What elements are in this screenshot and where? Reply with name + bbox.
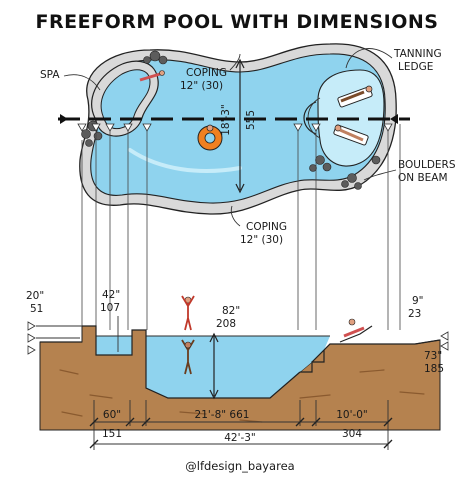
section-view: 82" 208 20" 51 42" 107 9" 23 73" 185: [26, 289, 449, 431]
boulders-label-2: ON BEAM: [398, 172, 448, 184]
pool-shell: [82, 325, 415, 399]
projection-arrows: [77, 123, 393, 132]
water-highlight: [128, 148, 242, 173]
total-length: 42'-3": [224, 432, 256, 444]
right-markers: [440, 331, 449, 351]
boulders-leader: [363, 169, 397, 181]
coping-top-leader: [229, 53, 241, 71]
deep-metric: 208: [216, 318, 236, 330]
section-cut-line: [58, 114, 410, 124]
plan-view: 18'-3" 555 SPA COPING 12" (30) TANNING L…: [40, 43, 456, 246]
width-metric: 555: [245, 110, 257, 130]
coping-top-label-2: 12" (30): [180, 80, 223, 92]
right-metric: 185: [424, 363, 444, 375]
deep-imperial: 82": [222, 305, 240, 317]
deep-dimension: [209, 332, 219, 400]
horizontal-dimensions: [89, 400, 393, 450]
ledge-lounger: [339, 318, 373, 343]
credit-handle: @lfdesign_bayarea: [185, 459, 294, 473]
middle-length: 21'-8" 661: [195, 409, 250, 421]
float-ring-swimmer: [197, 124, 223, 151]
tanning-label-1: TANNING: [393, 48, 442, 60]
spa-depth-metric: 107: [100, 302, 120, 314]
spa-length-metric: 151: [102, 428, 122, 440]
coping-bottom-label-1: COPING: [246, 221, 287, 233]
spa-label: SPA: [40, 69, 60, 81]
boulders-label-1: BOULDERS: [398, 159, 456, 171]
left-raise-imperial: 20": [26, 290, 44, 302]
spa-length-imperial: 60": [103, 409, 121, 421]
coping-bottom-label-2: 12" (30): [240, 234, 283, 246]
pool-steps: [300, 350, 325, 373]
width-imperial: 18'-3": [220, 104, 232, 136]
lounger-person-2: [333, 124, 369, 146]
spa-swimmer: [139, 70, 165, 82]
diagram-title: FREEFORM POOL WITH DIMENSIONS: [36, 11, 439, 33]
width-dimension: [235, 58, 245, 194]
projection-lines: [81, 124, 401, 330]
tanning-label-2: LEDGE: [398, 61, 433, 73]
left-raise-metric: 51: [30, 303, 43, 315]
ground-line-right: [414, 339, 441, 345]
lounger-person-1: [337, 85, 373, 108]
right-imperial: 73": [424, 350, 442, 362]
ledge-imperial: 9": [412, 295, 424, 307]
ledge-length-metric: 304: [342, 428, 362, 440]
tanning-leader: [345, 48, 393, 69]
spa-depth-imperial: 42": [102, 289, 120, 301]
coping-bottom-leader: [230, 205, 241, 227]
coping-top-label-1: COPING: [186, 67, 227, 79]
section-water: [96, 336, 330, 398]
left-raise-markers: [27, 321, 36, 355]
spa-leader: [63, 74, 101, 91]
dim-ticks: [89, 417, 393, 449]
ledge-length-imperial: 10'-0": [336, 409, 368, 421]
standing-swimmer: [181, 295, 195, 375]
ledge-metric: 23: [408, 308, 421, 320]
